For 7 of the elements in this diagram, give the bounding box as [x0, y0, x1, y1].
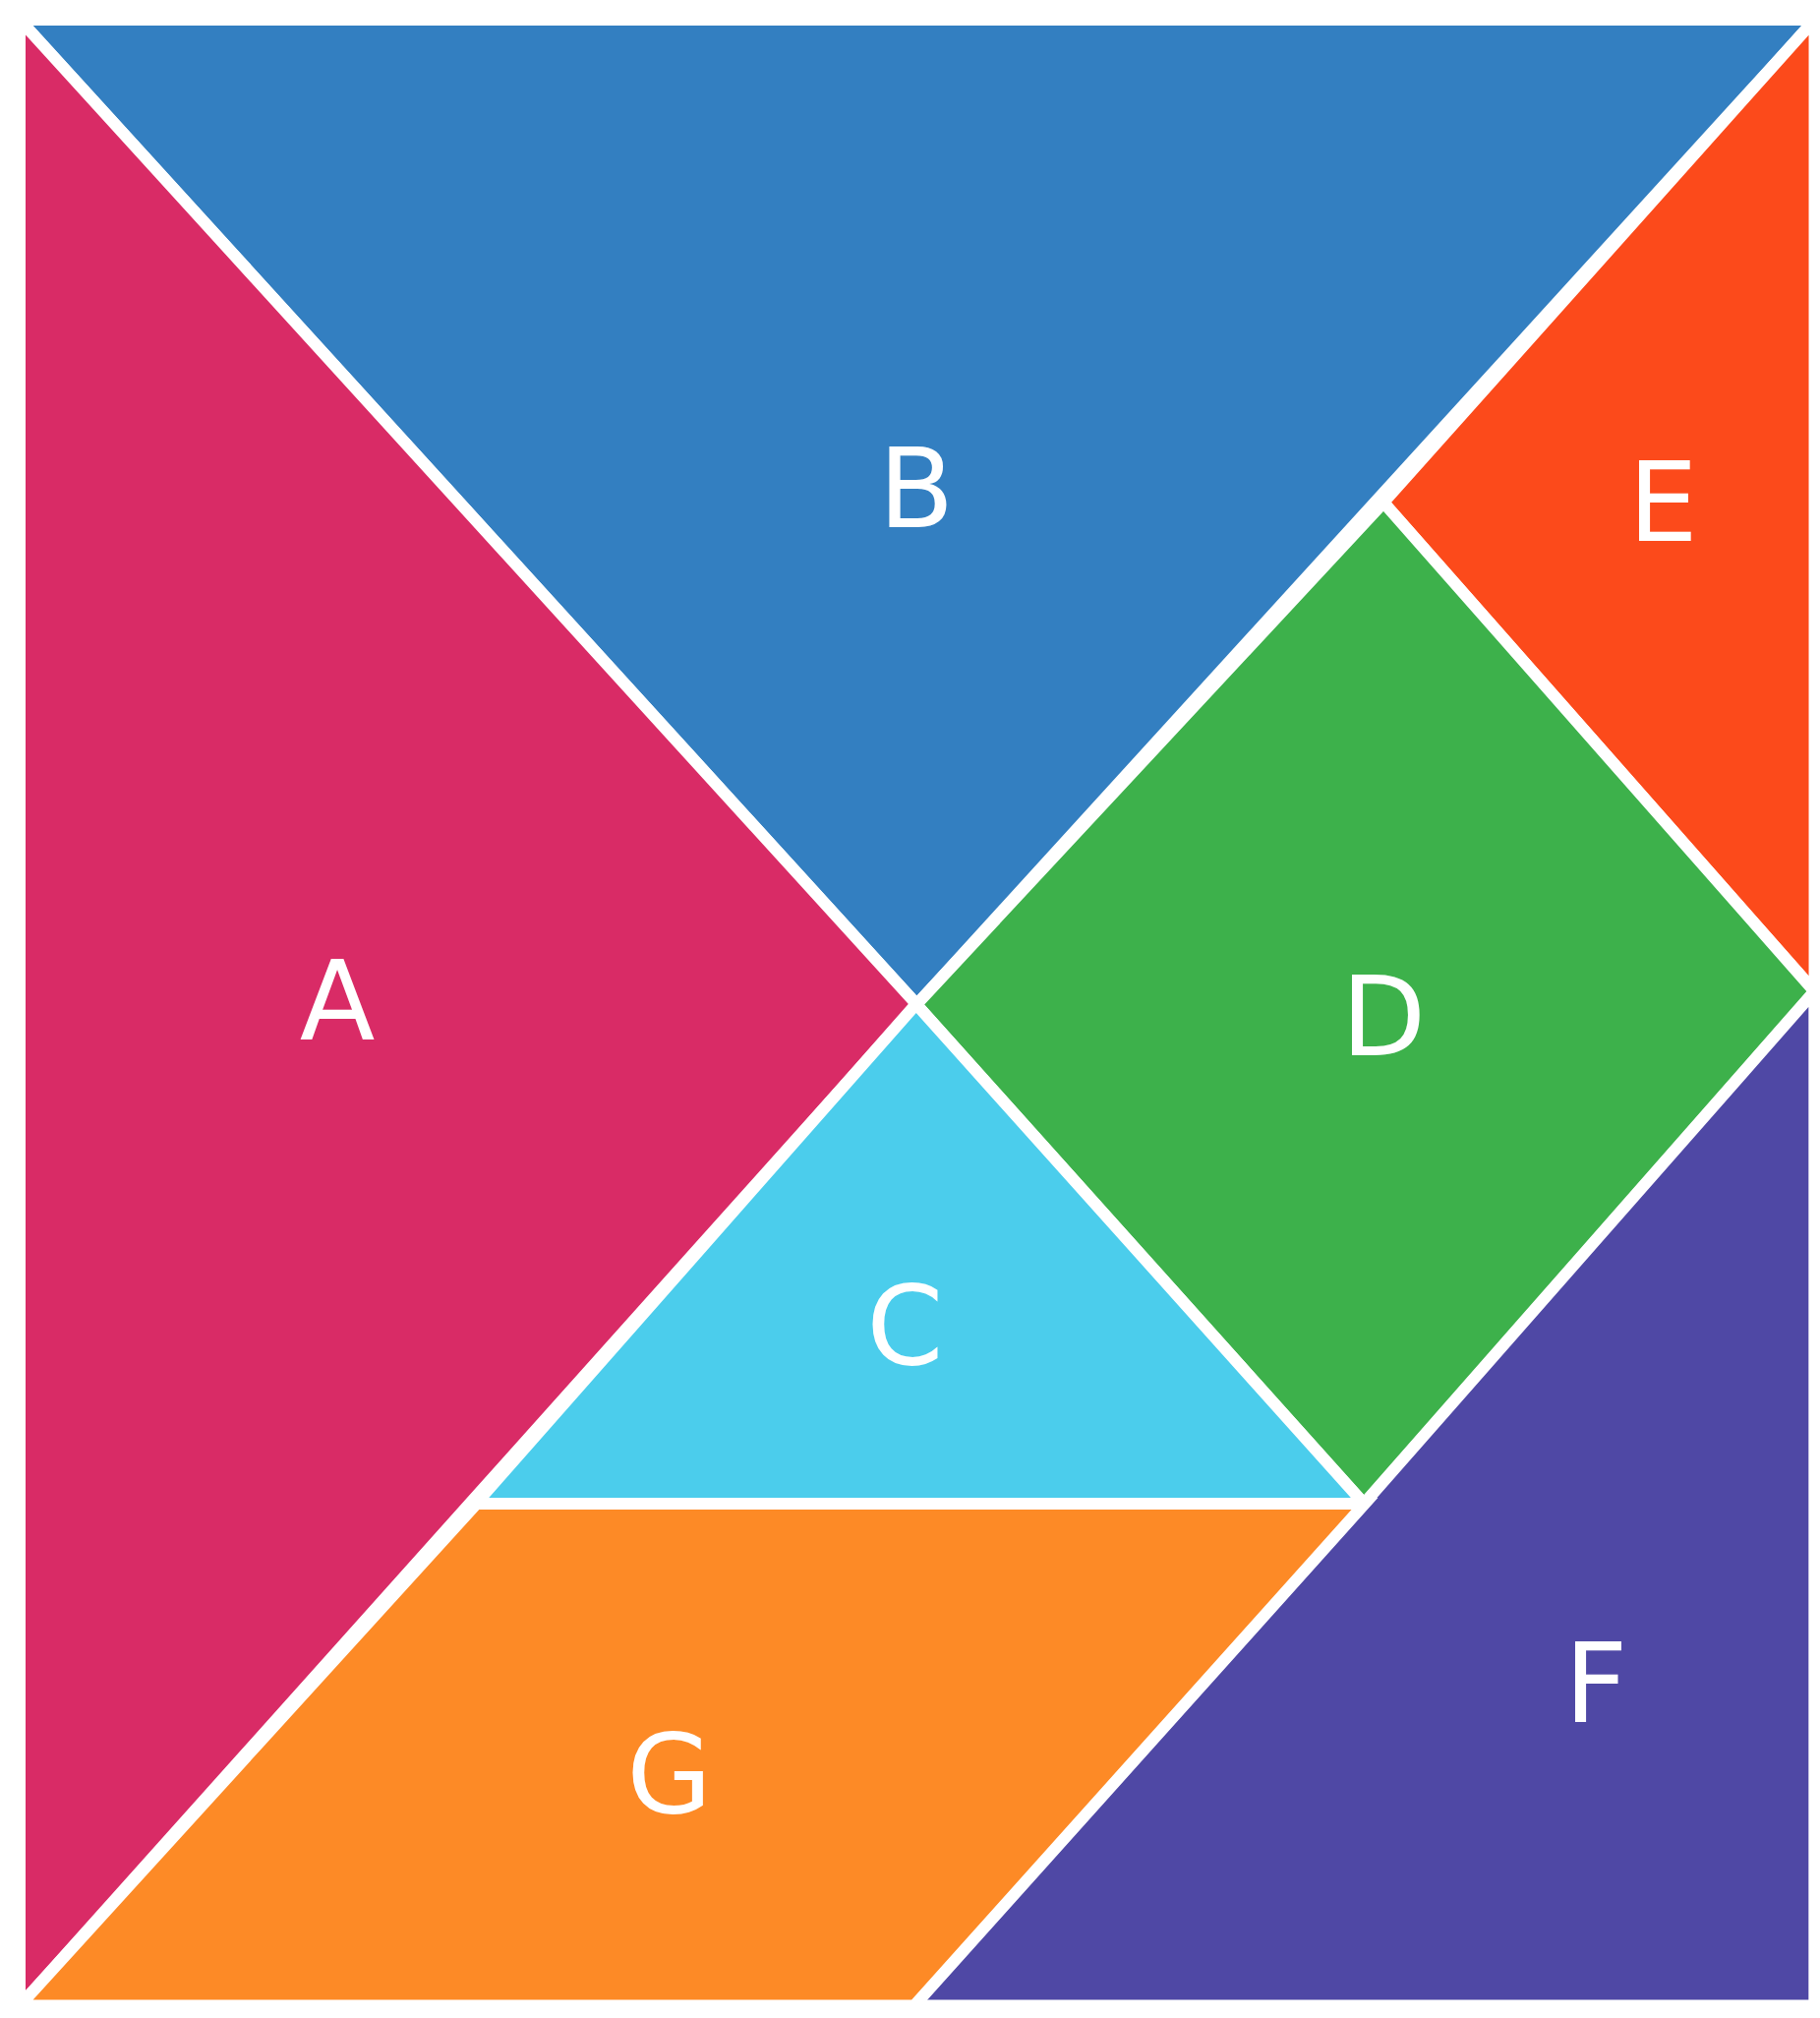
piece-letter: C — [866, 1271, 944, 1382]
piece-letter: G — [626, 1718, 713, 1829]
piece-letter: A — [299, 946, 376, 1057]
piece-letter: B — [878, 434, 955, 545]
piece-letter: D — [1341, 962, 1427, 1073]
piece-letter: E — [1627, 446, 1698, 558]
piece-letter: F — [1564, 1629, 1628, 1740]
